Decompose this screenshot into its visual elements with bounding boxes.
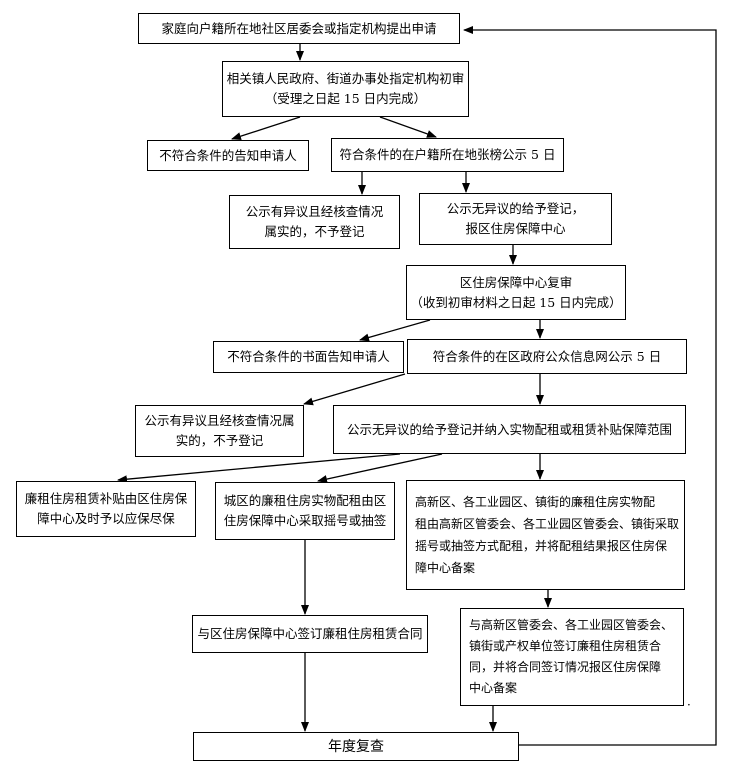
node-annual-review: 年度复查 — [193, 732, 519, 761]
node-prelim: 相关镇人民政府、街道办事处指定机构初审 （受理之日起 15 日内完成） — [222, 61, 469, 117]
node-notify-fail1: 不符合条件的告知申请人 — [147, 140, 309, 171]
node-publicize1-text: 符合条件的在户籍所在地张榜公示 5 日 — [339, 147, 556, 162]
node-annual-review-text: 年度复查 — [328, 738, 384, 755]
node-apply-text: 家庭向户籍所在地社区居委会或指定机构提出申请 — [161, 20, 437, 36]
node-notify-fail2-text: 不符合条件的书面告知申请人 — [227, 349, 390, 364]
arrow-prelim-to-publicize1 — [379, 116, 437, 138]
node-review: 区住房保障中心复审 （收到初审材料之日起 15 日内完成） — [406, 265, 626, 320]
node-subsidy: 廉租住房租赁补贴由区住房保 障中心及时予以应保尽保 — [16, 481, 196, 537]
node-prelim-text: 相关镇人民政府、街道办事处指定机构初审 （受理之日起 15 日内完成） — [226, 71, 465, 106]
node-zone-contract-text: 与高新区管委会、各工业园区管委会、 镇街或产权单位签订廉租住房租赁合 同，并将合… — [469, 618, 674, 695]
arrow-review-to-fail2 — [359, 319, 431, 342]
node-publicize2-text: 符合条件的在区政府公众信息网公示 5 日 — [432, 348, 662, 364]
node-notify-fail2: 不符合条件的书面告知申请人 — [213, 341, 404, 373]
stray-mark: · — [687, 698, 691, 712]
arrow-publicize2-to-objection2 — [303, 373, 406, 406]
arrow-register2-to-subsidy — [117, 453, 401, 484]
node-urban-contract: 与区住房保障中心签订廉租住房租赁合同 — [192, 615, 428, 653]
node-objection2: 公示有异议且经核查情况属 实的，不予登记 — [135, 405, 304, 457]
node-zone-allot-text: 高新区、各工业园区、镇街的廉租住房实物配 租由高新区管委会、各工业园区管委会、镇… — [415, 495, 680, 575]
node-publicize2: 符合条件的在区政府公众信息网公示 5 日 — [407, 339, 687, 374]
node-urban-allot-text: 城区的廉租住房实物配租由区 住房保障中心采取摇号或抽签 — [223, 493, 387, 528]
node-apply: 家庭向户籍所在地社区居委会或指定机构提出申请 — [138, 13, 460, 44]
node-register1: 公示无异议的给予登记， 报区住房保障中心 — [419, 193, 612, 245]
node-urban-allot: 城区的廉租住房实物配租由区 住房保障中心采取摇号或抽签 — [215, 482, 395, 540]
node-register2: 公示无异议的给予登记并纳入实物配租或租赁补贴保障范围 — [333, 405, 686, 454]
node-register1-text: 公示无异议的给予登记， 报区住房保障中心 — [446, 201, 585, 236]
node-review-text: 区住房保障中心复审 （收到初审材料之日起 15 日内完成） — [410, 274, 622, 310]
node-objection1-text: 公示有异议且经核查情况 属实的，不予登记 — [245, 204, 384, 239]
arrow-annual-feedback-loop — [463, 26, 717, 746]
node-zone-allot: 高新区、各工业园区、镇街的廉租住房实物配 租由高新区管委会、各工业园区管委会、镇… — [406, 480, 685, 590]
node-register2-text: 公示无异议的给予登记并纳入实物配租或租赁补贴保障范围 — [346, 421, 672, 437]
node-objection1: 公示有异议且经核查情况 属实的，不予登记 — [229, 195, 400, 249]
arrow-register2-to-urban-allot — [317, 453, 443, 483]
node-urban-contract-text: 与区住房保障中心签订廉租住房租赁合同 — [197, 626, 423, 641]
node-publicize1: 符合条件的在户籍所在地张榜公示 5 日 — [331, 138, 564, 172]
node-subsidy-text: 廉租住房租赁补贴由区住房保 障中心及时予以应保尽保 — [24, 491, 188, 526]
node-notify-fail1-text: 不符合条件的告知申请人 — [159, 147, 297, 163]
node-objection2-text: 公示有异议且经核查情况属 实的，不予登记 — [144, 413, 295, 448]
arrow-prelim-to-fail1 — [231, 116, 301, 141]
node-zone-contract: 与高新区管委会、各工业园区管委会、 镇街或产权单位签订廉租住房租赁合 同，并将合… — [460, 608, 684, 706]
